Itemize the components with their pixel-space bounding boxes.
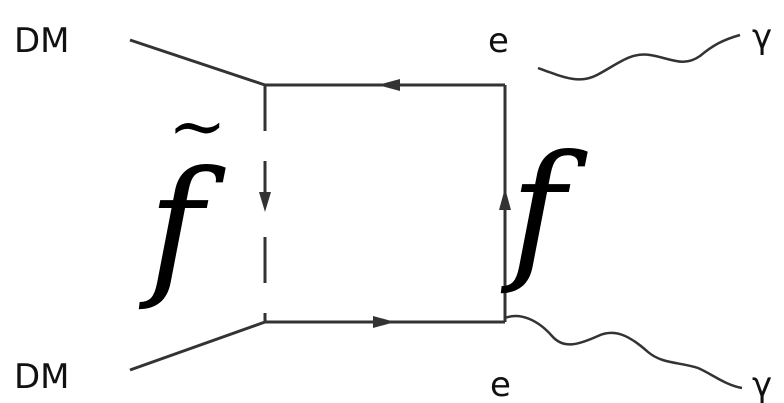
dm-label-bottom: DM <box>14 357 70 397</box>
photon-line-top <box>537 33 741 81</box>
sfermion-tilde: ~ <box>168 85 227 167</box>
right-arrow <box>499 188 511 210</box>
fermion-label: f <box>500 124 588 298</box>
electron-label-bottom: e <box>490 365 511 403</box>
top-arrow <box>378 79 400 91</box>
bottom-arrow <box>373 316 395 328</box>
electron-label-top: e <box>488 21 509 61</box>
gamma-label-bottom: γ <box>752 365 772 403</box>
dm-label-top: DM <box>14 21 70 61</box>
dm-line-bottom <box>129 320 266 372</box>
dm-line-top <box>129 38 266 87</box>
photon-line-bottom <box>504 314 743 390</box>
left-arrow <box>259 192 271 212</box>
gamma-label-top: γ <box>752 17 772 57</box>
